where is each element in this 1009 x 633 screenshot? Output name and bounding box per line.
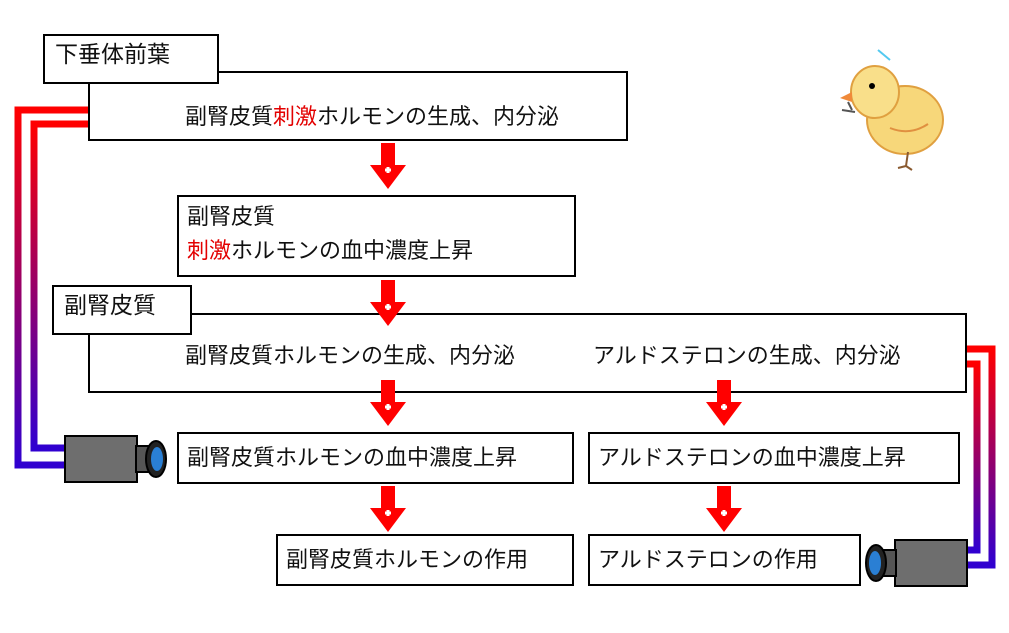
plus-arrow-icon xyxy=(706,486,742,532)
camera-icon xyxy=(865,539,968,587)
pituitary-output-text: 副腎皮質刺激ホルモンの生成、内分泌 xyxy=(185,105,560,130)
plus-arrow-icon xyxy=(370,143,406,189)
aldosterone-action-box: アルドステロンの作用 xyxy=(588,534,861,586)
plus-arrow-icon xyxy=(370,486,406,532)
adrenal-output-left: 副腎皮質ホルモンの生成、内分泌 xyxy=(185,344,516,369)
acth-level-line1: 副腎皮質 xyxy=(187,205,276,230)
adrenal-label: 副腎皮質 xyxy=(52,285,192,335)
adrenal-output-right: アルドステロンの生成、内分泌 xyxy=(593,344,901,369)
camera-icon xyxy=(64,435,167,483)
cortisol-level-box: 副腎皮質ホルモンの血中濃度上昇 xyxy=(177,432,574,484)
pituitary-label: 下垂体前葉 xyxy=(43,34,219,84)
aldosterone-level-box: アルドステロンの血中濃度上昇 xyxy=(588,432,960,484)
plus-arrow-icon xyxy=(706,380,742,426)
chick-illustration xyxy=(840,49,944,171)
cortisol-action-box: 副腎皮質ホルモンの作用 xyxy=(276,534,574,586)
acth-level-box: 副腎皮質 刺激ホルモンの血中濃度上昇 xyxy=(177,195,576,277)
adrenal-output-box: 副腎皮質ホルモンの生成、内分泌 アルドステロンの生成、内分泌 xyxy=(88,313,967,393)
acth-level-line2: 刺激ホルモンの血中濃度上昇 xyxy=(187,239,474,264)
plus-arrow-icon xyxy=(370,280,406,326)
plus-arrow-icon xyxy=(370,380,406,426)
right-feedback-outer xyxy=(950,345,996,569)
